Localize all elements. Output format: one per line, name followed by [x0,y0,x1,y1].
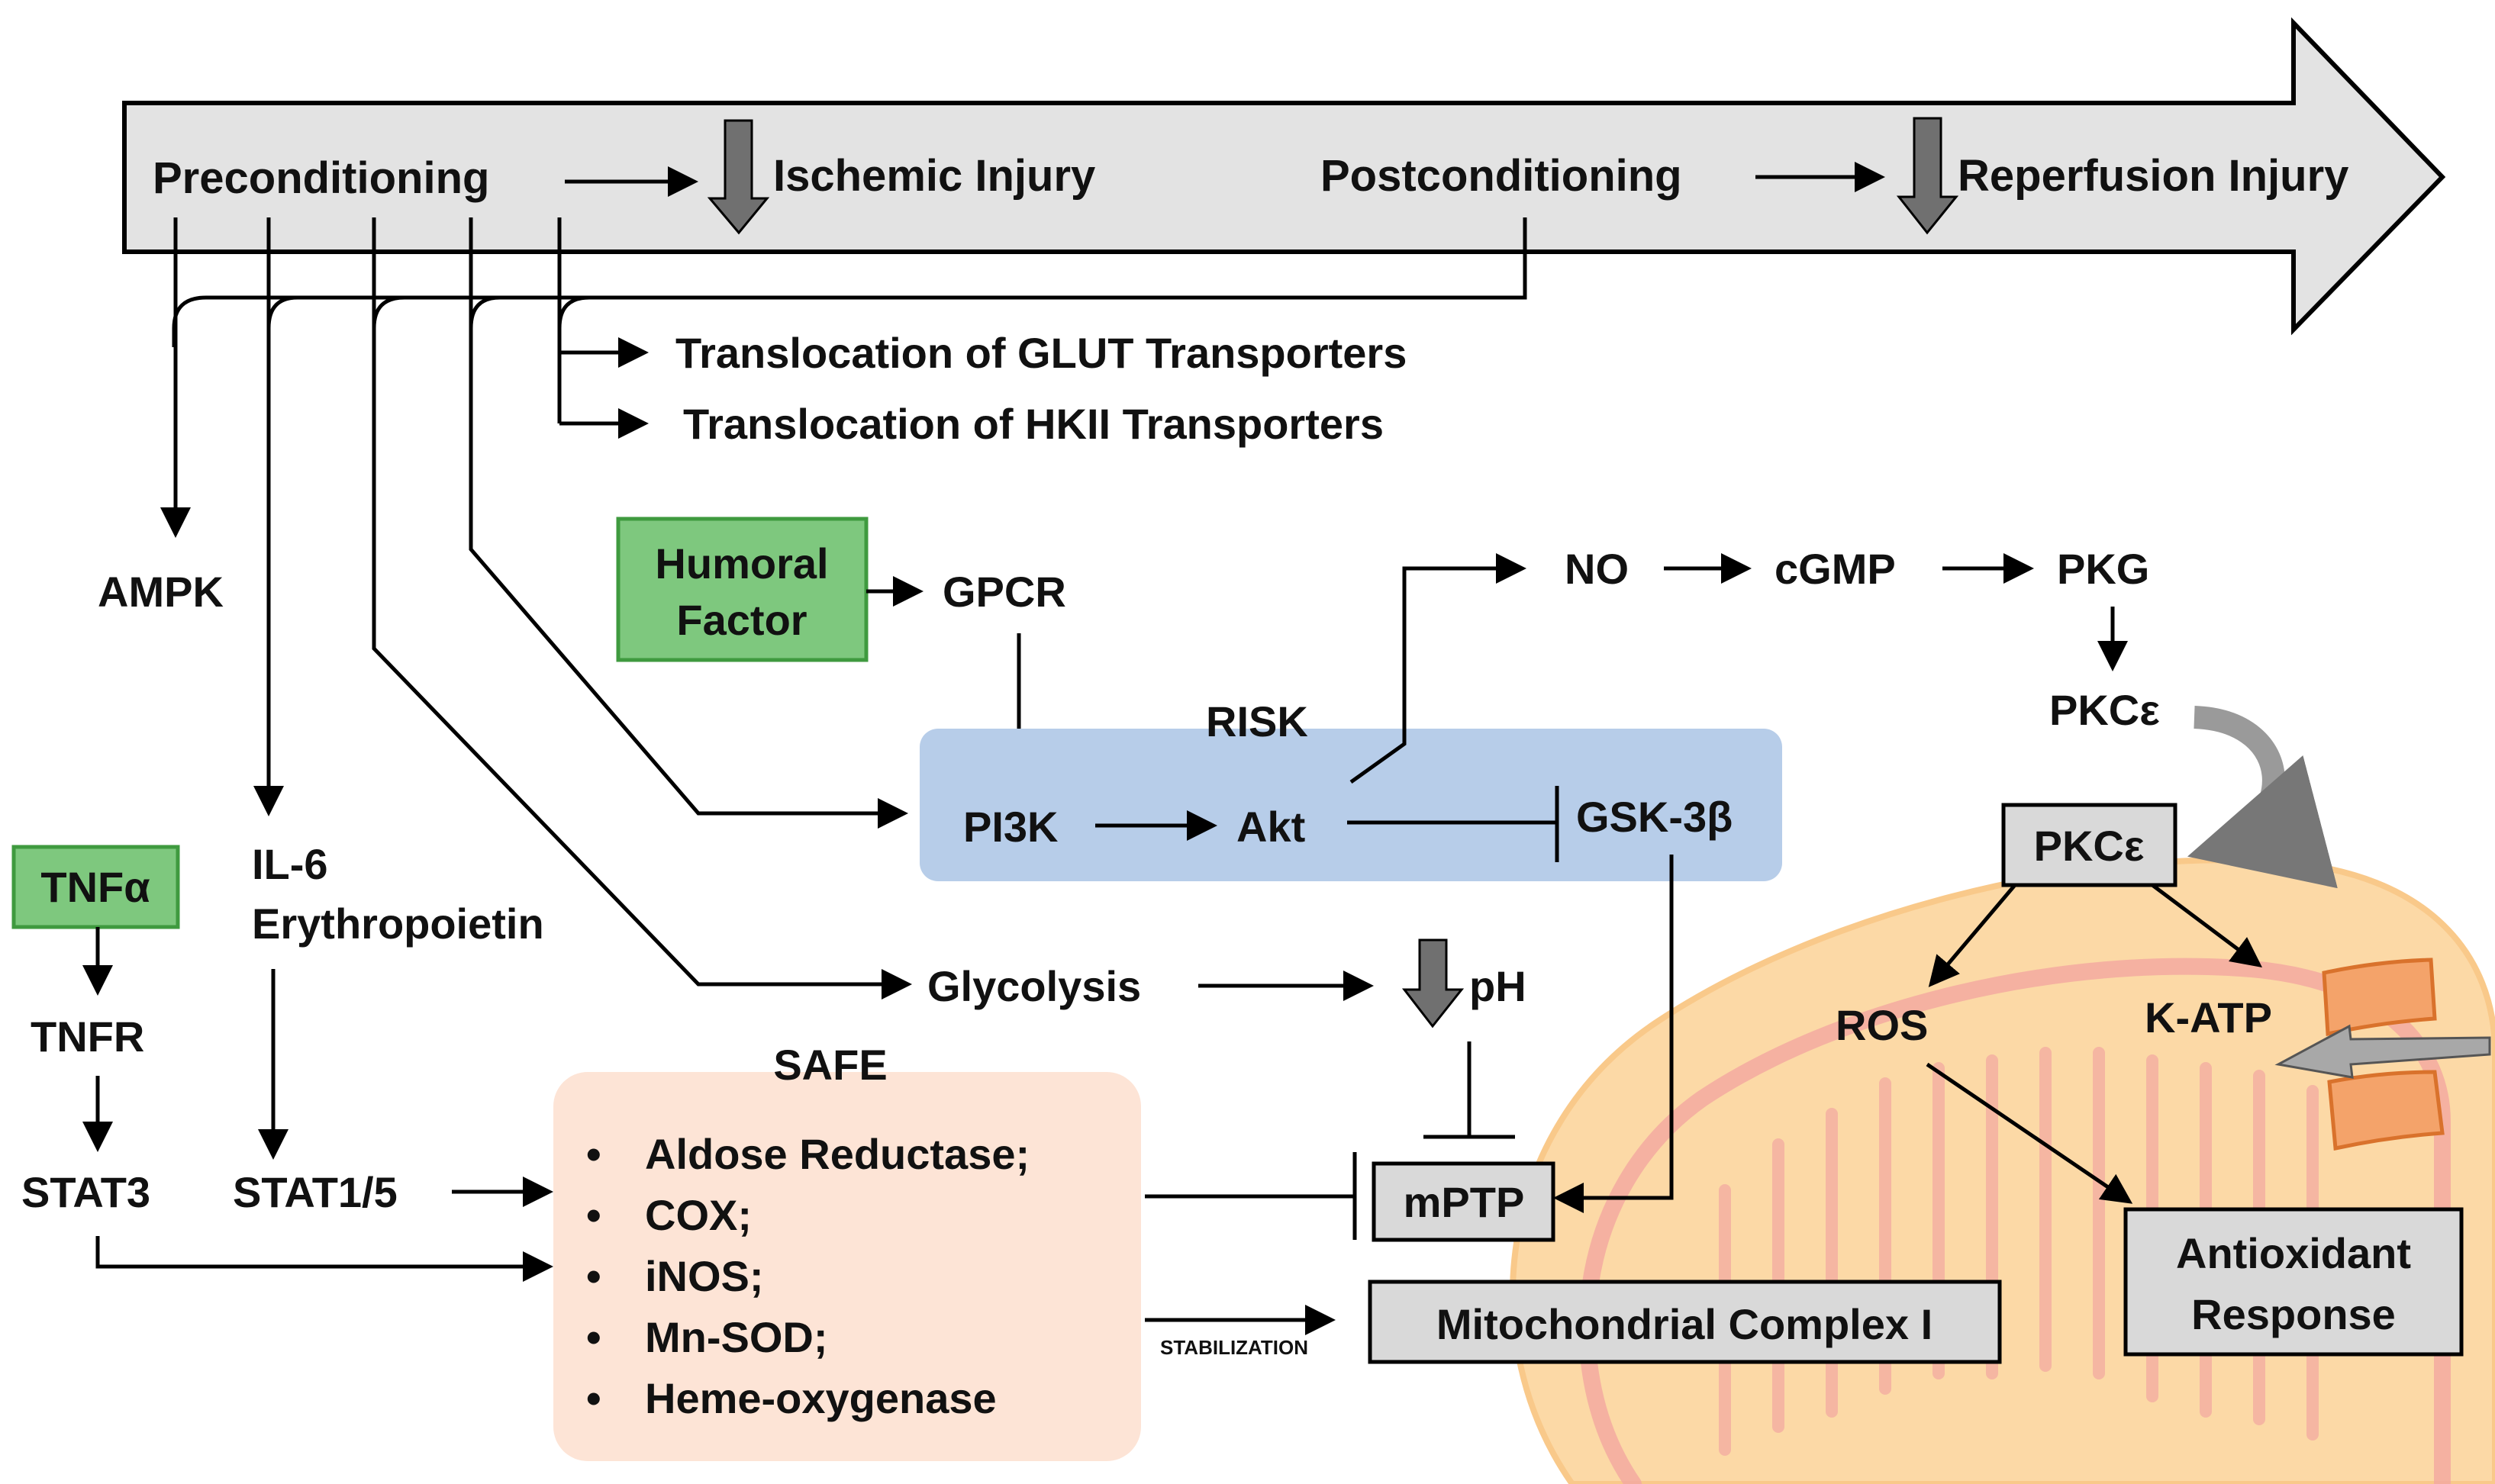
stat15-label: STAT1/5 [233,1168,398,1216]
pi3k-label: PI3K [963,803,1059,851]
complex1-box [1368,1280,2002,1364]
safe-item: Heme-oxygenase [645,1374,997,1422]
preconditioning-label: Preconditioning [153,153,489,203]
humoral-factor-line1: Humoral [655,539,828,587]
mptp-label: mPTP [1404,1178,1525,1226]
timeline-banner-arrow [122,17,2446,336]
down-arrow-icon [707,119,770,235]
curved-arrow-icon [2187,706,2338,889]
safe-item: Aldose Reductase; [645,1130,1030,1178]
pkg-label: PKG [2057,545,2149,593]
svg-text:•: • [586,1252,601,1300]
glycolysis-label: Glycolysis [927,962,1141,1010]
arrow-akt-no [1349,553,1526,784]
down-arrow-icon [1896,117,1959,235]
tnfa-box [11,845,180,929]
down-arrow-icon [1401,938,1465,1028]
gpcr-label: GPCR [943,568,1066,616]
conditioning-branches [160,217,1527,1000]
antioxidant-line1: Antioxidant [2176,1229,2411,1277]
humoral-factor-line2: Factor [676,596,807,644]
arrow-ros-antioxidant [1926,1062,2133,1204]
erythropoietin-label: Erythropoietin [252,900,544,948]
arrow-gsk3b-mptp [1553,855,1674,1213]
svg-text:•: • [586,1374,601,1422]
safe-pathway-box [553,1072,1141,1461]
safe-item: COX; [645,1191,752,1239]
arrow-pkce-ros [1928,884,2016,987]
mptp-box [1372,1161,1555,1242]
arrow-stat3-safe [95,1236,553,1282]
stabilization-label: STABILIZATION [1160,1336,1308,1359]
katp-label: K-ATP [2145,993,2272,1041]
ampk-label: AMPK [98,568,224,616]
safe-item: iNOS; [645,1252,764,1300]
translocation-glut-label: Translocation of GLUT Transporters [675,329,1407,377]
pkce-top-label: PKCε [2049,686,2160,734]
arrow-pkce-katp [2151,884,2262,967]
svg-text:•: • [586,1130,601,1178]
akt-label: Akt [1236,803,1305,851]
gsk3b-label: GSK-3β [1576,793,1733,841]
pkce-box-label: PKCε [2034,822,2145,870]
safe-list: • Aldose Reductase; • COX; • iNOS; • Mn-… [586,1130,1030,1422]
stat3-label: STAT3 [21,1168,150,1216]
antioxidant-line2: Response [2191,1290,2396,1338]
no-label: NO [1565,545,1629,593]
postconditioning-label: Postconditioning [1320,151,1682,201]
risk-pathway-box [920,729,1782,881]
translocation-hkii-label: Translocation of HKII Transporters [683,400,1384,448]
tnfr-label: TNFR [31,1012,144,1061]
mitochondrion [1510,857,2495,1484]
safe-label: SAFE [773,1041,887,1089]
katp-channel-icon [2322,958,2445,1151]
reperfusion-injury-label: Reperfusion Injury [1958,151,2348,201]
risk-label: RISK [1206,697,1308,745]
tnfa-label: TNFα [40,863,150,911]
safe-item: Mn-SOD; [645,1313,828,1361]
svg-text:•: • [586,1191,601,1239]
complex1-label: Mitochondrial Complex I [1436,1300,1932,1348]
svg-text:•: • [586,1313,601,1361]
ischemic-injury-label: Ischemic Injury [773,151,1095,201]
il6-label: IL-6 [252,840,328,888]
influx-arrow-icon [2274,1024,2491,1079]
ros-label: ROS [1836,1001,1928,1049]
antioxidant-response-box [2123,1207,2464,1357]
pkce-box [2001,803,2177,887]
ph-label: pH [1469,962,1526,1010]
cgmp-label: cGMP [1775,545,1896,593]
